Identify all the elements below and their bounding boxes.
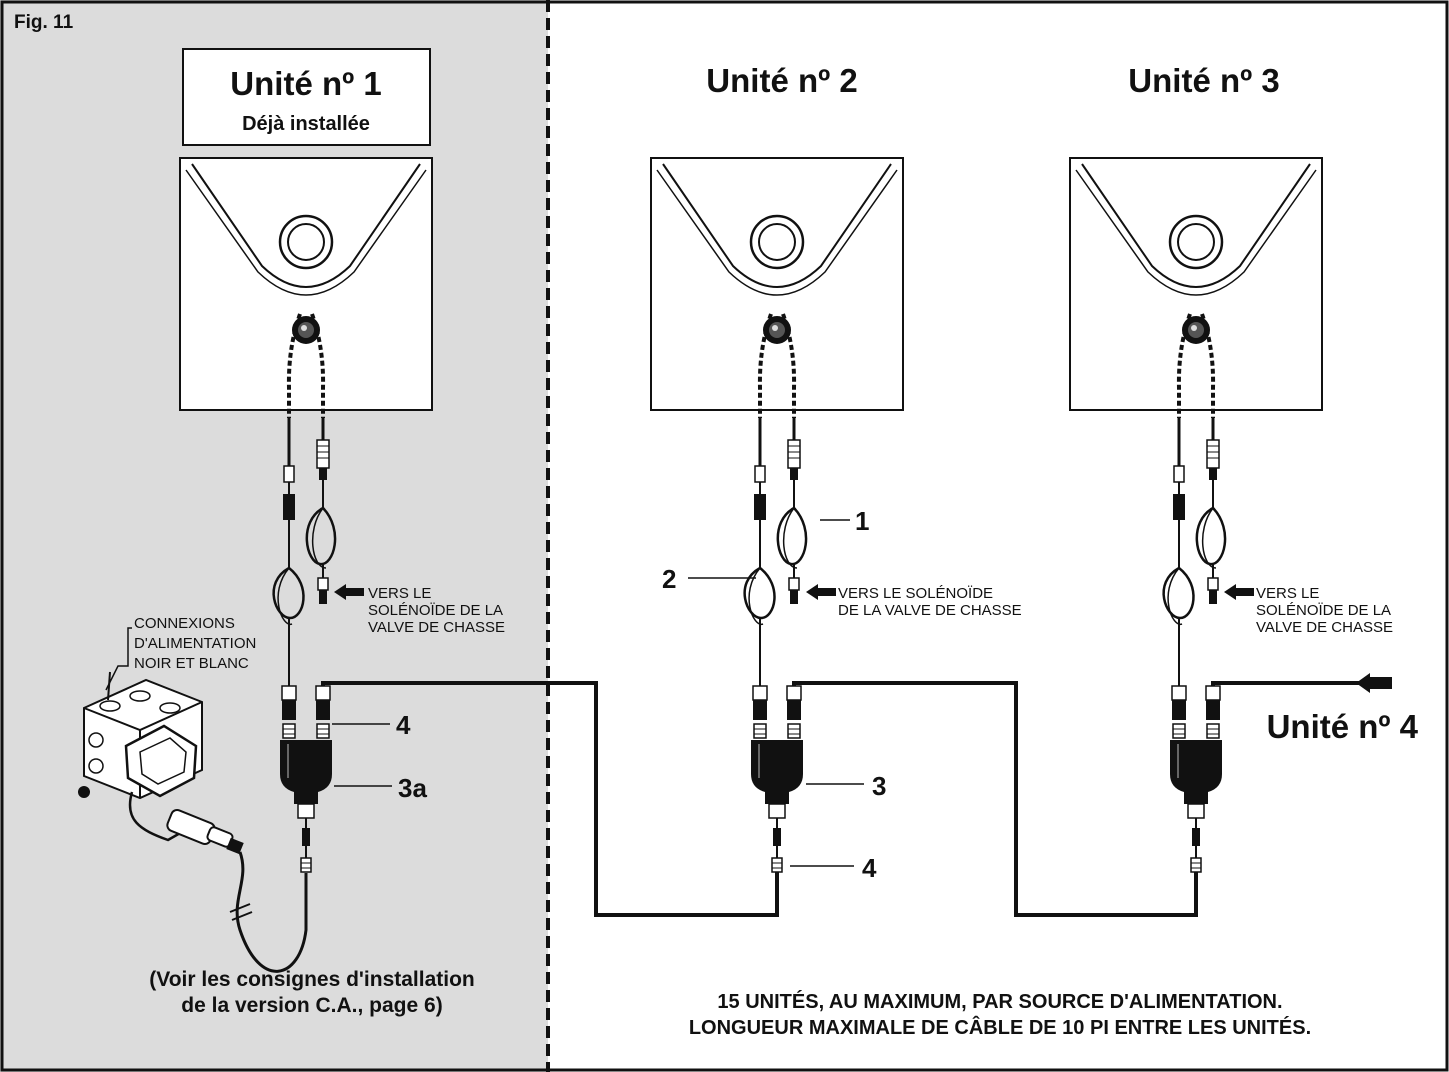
unit2-solenoid-line2: DE LA VALVE DE CHASSE [838, 602, 1022, 619]
callout-1: 1 [855, 506, 869, 536]
bottom-note-line1: 15 UNITÉS, AU MAXIMUM, PAR SOURCE D'ALIM… [717, 990, 1282, 1013]
unit2-solenoid-arrow [806, 584, 836, 600]
install-ref-line1: (Voir les consignes d'installation [149, 968, 475, 991]
unit3-solenoid-line2: SOLÉNOÏDE DE LA [1256, 602, 1391, 619]
unit1-subtitle: Déjà installée [242, 113, 370, 135]
unit2-solenoid-line1: VERS LE SOLÉNOÏDE [838, 585, 993, 602]
unit2-solenoid-note: VERS LE SOLÉNOÏDE DE LA VALVE DE CHASSE [838, 585, 1022, 619]
power-note: CONNEXIONS D'ALIMENTATION NOIR ET BLANC [134, 615, 256, 672]
power-leader [105, 627, 132, 691]
bottom-note-line2: LONGUEUR MAXIMALE DE CÂBLE DE 10 PI ENTR… [689, 1015, 1311, 1039]
unit2-sensor [649, 156, 905, 412]
interconnect-cable-2 [792, 681, 1198, 917]
power-line1: CONNEXIONS [134, 615, 235, 632]
unit4-cable [1211, 681, 1360, 686]
unit1-solenoid-arrow [334, 584, 364, 600]
callout-4-left: 4 [396, 710, 411, 740]
power-line2: D'ALIMENTATION [134, 635, 256, 652]
unit3-sensor [1068, 156, 1324, 412]
callout-2: 2 [662, 564, 676, 594]
callout-3: 3 [872, 771, 886, 801]
unit4-arrow [1356, 673, 1392, 693]
junction-box-icon [78, 671, 203, 800]
unit1-solenoid-note: VERS LE SOLÉNOÏDE DE LA VALVE DE CHASSE [368, 585, 505, 636]
unit4-title: Unité nº 4 [1267, 708, 1419, 745]
unit1-title: Unité nº 1 [230, 65, 381, 102]
unit3-title: Unité nº 3 [1128, 62, 1279, 99]
unit1-solenoid-line3: VALVE DE CHASSE [368, 619, 505, 636]
unit1-solenoid-line1: VERS LE [368, 585, 431, 602]
install-ref-line2: de la version C.A., page 6) [181, 994, 442, 1017]
interconnect-cable [321, 681, 779, 917]
unit1-sensor [178, 156, 434, 412]
unit3-solenoid-arrow [1224, 584, 1254, 600]
callout-4-bottom: 4 [862, 853, 877, 883]
unit3-solenoid-line1: VERS LE [1256, 585, 1319, 602]
unit3-solenoid-line3: VALVE DE CHASSE [1256, 619, 1393, 636]
adapter-cord [128, 791, 183, 842]
unit3-solenoid-note: VERS LE SOLÉNOÏDE DE LA VALVE DE CHASSE [1256, 585, 1393, 636]
unit1-solenoid-line2: SOLÉNOÏDE DE LA [368, 602, 503, 619]
power-feed-cable [235, 851, 308, 973]
unit1-title-box [182, 48, 431, 146]
power-line3: NOIR ET BLANC [134, 655, 249, 672]
figure-label: Fig. 11 [14, 12, 74, 33]
callout-3a: 3a [398, 773, 427, 803]
inline-connector-icon [166, 808, 244, 855]
unit2-title: Unité nº 2 [706, 62, 857, 99]
